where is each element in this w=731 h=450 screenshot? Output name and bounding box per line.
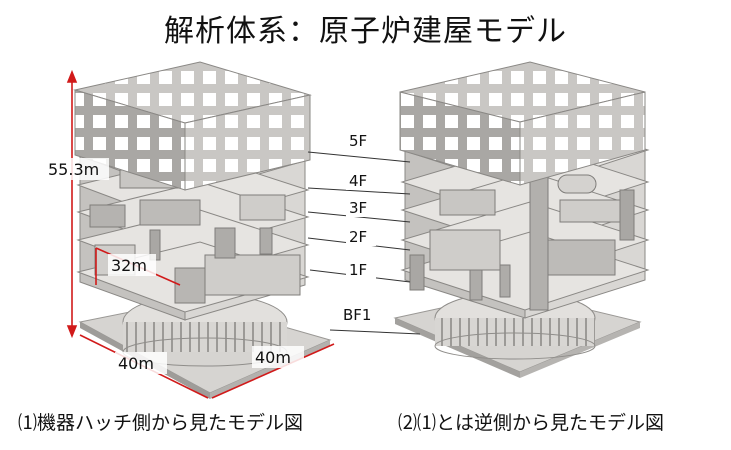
page-title: 解析体系：原子炉建屋モデル — [164, 14, 567, 49]
left-dimension-lines — [66, 69, 335, 399]
inner-width-dimension-label: 32m — [111, 256, 147, 275]
floor-label-3f: 3F — [349, 199, 367, 217]
floor-label-1f: 1F — [349, 261, 367, 279]
floor-labels: 5F 4F 3F 2F 1F BF1 — [340, 132, 382, 324]
floor-label-bf1: BF1 — [343, 306, 371, 324]
right-base-slab-side2 — [520, 322, 640, 378]
left-building-model: 55.3m 32m 40m 40m — [45, 61, 335, 399]
floor-label-2f: 2F — [349, 228, 367, 246]
base-side-dimension-label: 40m — [255, 348, 291, 367]
right-frame-side — [519, 91, 646, 186]
caption-right: ⑵⑴とは逆側から見たモデル図 — [398, 412, 665, 434]
caption-left: ⑴機器ハッチ側から見たモデル図 — [18, 412, 304, 434]
floor-label-4f: 4F — [349, 172, 367, 190]
right-equipment-blocks — [409, 149, 635, 311]
floor-label-5f: 5F — [349, 132, 367, 150]
right-building-model — [393, 61, 650, 378]
right-basement-rim — [434, 332, 596, 360]
right-base-slab-side — [395, 318, 520, 378]
height-dimension-label: 55.3m — [48, 160, 99, 179]
left-frame-side — [184, 94, 311, 191]
right-tank — [557, 174, 597, 194]
base-front-dimension-label: 40m — [118, 354, 154, 373]
right-basement-columns — [435, 318, 595, 346]
